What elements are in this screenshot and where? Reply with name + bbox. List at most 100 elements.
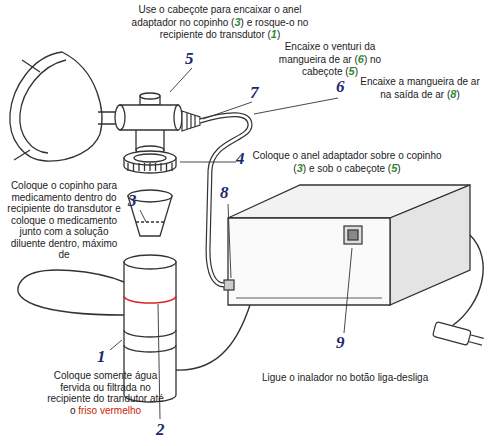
- callout-number: 1: [97, 348, 106, 365]
- air-outlet: [224, 280, 234, 290]
- transducer-container: [124, 296, 176, 303]
- callout-number: 6: [336, 77, 345, 96]
- power-plug: [433, 322, 485, 349]
- nebulizer-head: [115, 93, 182, 154]
- callout-number: 7: [250, 84, 259, 101]
- part-reference: 8: [450, 88, 456, 100]
- callout-number: 2: [156, 421, 165, 438]
- callout-number: 8: [220, 184, 229, 201]
- medicine-cup: [136, 221, 164, 222]
- on-off-switch: [344, 226, 362, 244]
- instruction-text: ): [456, 89, 459, 100]
- callout-number: 8: [220, 183, 229, 202]
- compressor-unit: [236, 298, 382, 299]
- adapter-ring: [128, 163, 172, 171]
- adapter-ring: [124, 151, 176, 173]
- medicine-cup: [128, 190, 172, 236]
- power-plug: [433, 322, 485, 349]
- leader-line: [254, 98, 338, 114]
- callout-number: 1: [97, 347, 106, 366]
- power-cord: [452, 235, 483, 326]
- part-reference: 6: [358, 53, 364, 65]
- on-off-switch: [344, 226, 362, 244]
- venturi: [182, 111, 200, 131]
- callout-number: 5: [185, 49, 194, 68]
- part-reference: 3: [234, 16, 240, 28]
- compressor-unit: [390, 185, 470, 305]
- callout-number: 7: [250, 83, 259, 102]
- instruction-text: ): [397, 163, 400, 174]
- face-mask: [10, 52, 102, 161]
- adapter-ring: [149, 163, 150, 171]
- compressor-unit: [228, 185, 470, 305]
- leader-line: [110, 340, 122, 350]
- venturi: [187, 113, 195, 129]
- adapter-ring: [166, 163, 167, 171]
- power-plug: [433, 322, 472, 346]
- face-mask: [14, 60, 40, 160]
- air-hose: [200, 115, 250, 285]
- air-hose: [200, 115, 250, 285]
- adapter-ring: [138, 163, 139, 171]
- part-reference: 3: [297, 162, 303, 174]
- instruction-note: Use o cabeçote para encaixar o anel adap…: [120, 4, 320, 41]
- nebulizer-head: [174, 105, 182, 130]
- callout-number: 2: [156, 420, 165, 439]
- leader-line: [203, 102, 252, 119]
- adapter-ring: [127, 163, 128, 171]
- instruction-text: ) e sob o cabeçote (: [303, 163, 391, 174]
- leader-line: [344, 248, 352, 333]
- transducer-cable: [18, 270, 124, 315]
- instruction-note: Encaixe o venturi da mangueira de ar (6)…: [262, 41, 398, 78]
- transducer-cable: [176, 305, 250, 370]
- instruction-text: ): [277, 29, 280, 40]
- instruction-note: Coloque o anel adaptador sobre o copinho…: [252, 150, 442, 174]
- instruction-text: Ligue o inalador no botão liga-desliga: [262, 372, 428, 383]
- adapter-ring: [155, 163, 156, 171]
- instruction-text: Encaixe a mangueira de ar na saída de ar…: [360, 76, 480, 100]
- callout-number: 9: [336, 334, 345, 351]
- nebulizer-head: [115, 105, 125, 130]
- adapter-ring: [134, 154, 166, 162]
- callout-number: 4: [236, 150, 245, 167]
- instruction-note: Ligue o inalador no botão liga-desliga: [262, 372, 487, 384]
- compressor-unit: [228, 218, 390, 305]
- leader-line: [180, 162, 236, 163]
- leader-line: [140, 210, 146, 222]
- part-reference: 5: [349, 65, 355, 77]
- adapter-ring: [160, 163, 161, 171]
- callout-number: 9: [336, 333, 345, 352]
- callout-number: 6: [336, 78, 345, 95]
- leader-line: [170, 68, 192, 92]
- instruction-text: Coloque o copinho para medicamento dentr…: [7, 180, 120, 260]
- transducer-container: [124, 330, 176, 352]
- power-plug: [468, 335, 483, 345]
- instruction-note: Coloque o copinho para medicamento dentr…: [4, 180, 124, 261]
- instruction-note: Encaixe a mangueira de ar na saída de ar…: [356, 76, 484, 100]
- nebulizer-head: [140, 93, 160, 99]
- face-mask: [20, 60, 66, 153]
- air-outlet: [224, 280, 234, 290]
- adapter-ring: [124, 151, 176, 165]
- instruction-note: Coloque somente água fervida ou filtrada…: [38, 370, 173, 416]
- transducer-container: [124, 255, 176, 269]
- adapter-ring: [133, 163, 134, 171]
- callout-number: 5: [185, 50, 194, 67]
- air-hose: [200, 115, 250, 285]
- face-mask: [10, 52, 120, 161]
- callout-number: 4: [236, 149, 245, 168]
- red-mark-note: friso vermelho: [78, 405, 141, 416]
- part-reference: 5: [391, 162, 397, 174]
- instruction-text: ): [355, 66, 358, 77]
- on-off-switch: [348, 230, 358, 240]
- power-cord: [452, 235, 483, 326]
- adapter-ring: [144, 163, 145, 171]
- nebulizer-head: [120, 105, 178, 130]
- leader-line: [110, 68, 352, 419]
- callout-number: 3: [128, 191, 137, 210]
- adapter-ring: [171, 163, 172, 171]
- transducer-container: [124, 262, 176, 402]
- part-reference: 1: [271, 28, 277, 40]
- leader-line: [228, 204, 231, 278]
- venturi: [182, 111, 200, 131]
